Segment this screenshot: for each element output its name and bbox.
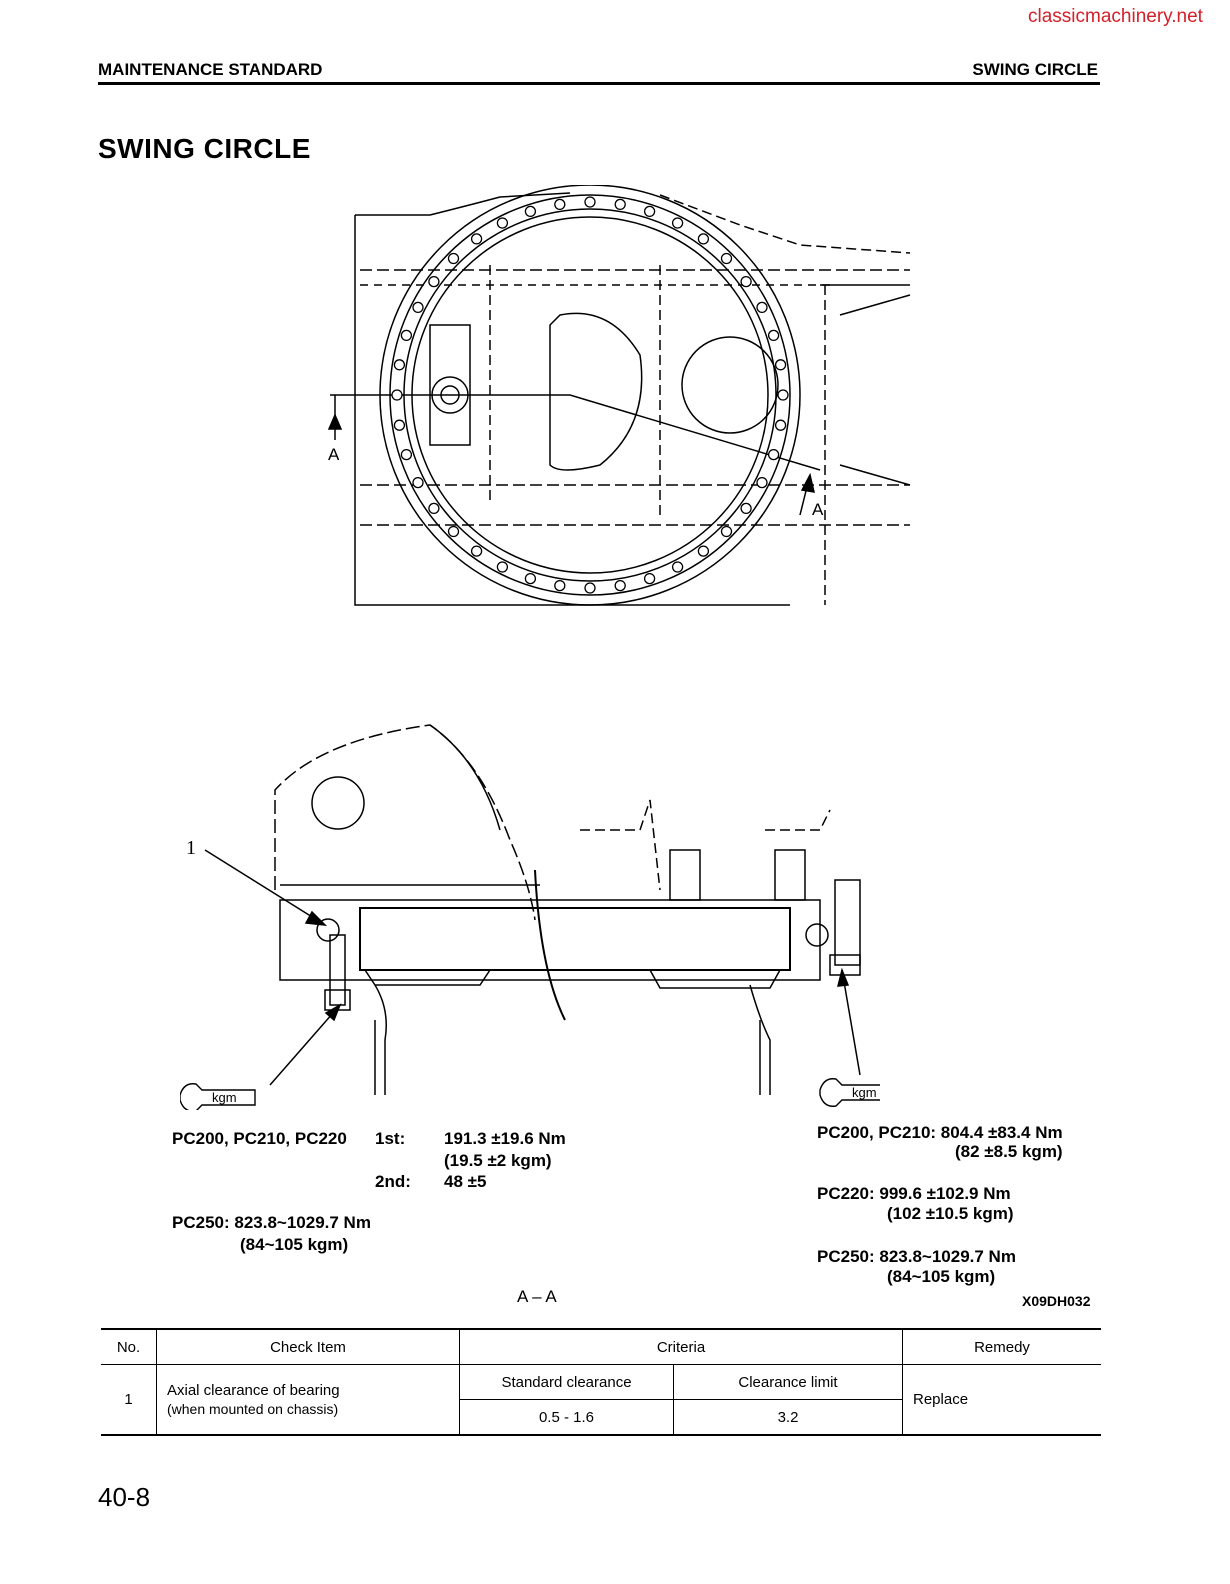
bolt-head xyxy=(671,217,684,229)
bolt-head xyxy=(740,502,752,515)
torque-left-second-label: 2nd: xyxy=(375,1172,411,1191)
bolt-head xyxy=(412,476,424,489)
bolt-head xyxy=(614,579,626,592)
bolt-head xyxy=(400,329,413,342)
torque-left-pc250: PC250: 823.8~1029.7 Nm xyxy=(172,1213,371,1232)
bolt-head xyxy=(393,419,406,431)
torque-right-pc220: PC220: 999.6 ±102.9 Nm xyxy=(817,1184,1011,1203)
bolt-head xyxy=(400,448,413,461)
torque-left-first-nm: 191.3 ±19.6 Nm xyxy=(444,1129,566,1148)
criteria-standard-label: Standard clearance xyxy=(459,1364,674,1400)
bolt-head xyxy=(643,205,656,218)
swing-circle-plan-drawing: A A xyxy=(327,185,911,606)
header-check-item: Check Item xyxy=(156,1328,460,1365)
section-aa-drawing: 1 kgm kgm xyxy=(180,724,880,1110)
bolt-head xyxy=(720,525,733,538)
bolt-head xyxy=(470,233,483,245)
torque-left-second-value: 48 ±5 xyxy=(444,1172,487,1191)
bolt-head xyxy=(391,389,403,401)
bolt-head xyxy=(554,579,566,592)
torque-right-pc250-kgm: (84~105 kgm) xyxy=(887,1267,996,1286)
bolt-head xyxy=(756,476,768,489)
bolt-head xyxy=(774,359,787,371)
header-no: No. xyxy=(101,1328,157,1365)
bolt-head xyxy=(614,198,626,211)
bolt-head xyxy=(524,205,537,218)
bolt-head xyxy=(643,572,656,585)
bolt-head xyxy=(740,275,752,288)
torque-symbol-right: kgm xyxy=(852,1085,877,1100)
bolt-head xyxy=(554,198,566,211)
bolt-head xyxy=(524,572,537,585)
torque-right-pc220-kgm: (102 ±10.5 kgm) xyxy=(887,1204,1014,1223)
torque-right-pc200-210-kgm: (82 ±8.5 kgm) xyxy=(955,1142,1063,1161)
page-number: 40-8 xyxy=(98,1482,151,1512)
table-header-row: No. Check Item Criteria Remedy xyxy=(101,1328,1101,1365)
bolt-head xyxy=(393,359,406,371)
table-row: 1 Axial clearance of bearing (when mount… xyxy=(101,1364,1101,1436)
maintenance-table: No. Check Item Criteria Remedy 1 Axial c… xyxy=(101,1328,1101,1436)
row-check-item: Axial clearance of bearing (when mounted… xyxy=(156,1364,460,1436)
bolt-head xyxy=(447,252,460,265)
bolt-head xyxy=(697,545,710,557)
figure-code: X09DH032 xyxy=(1022,1293,1091,1309)
bolt-head xyxy=(756,301,768,314)
watermark: classicmachinery.net xyxy=(1028,6,1203,27)
row-check-item-line1: Axial clearance of bearing xyxy=(167,1381,340,1399)
bolt-head xyxy=(584,582,596,594)
row-no: 1 xyxy=(101,1364,157,1436)
criteria-standard-value: 0.5 - 1.6 xyxy=(459,1399,674,1436)
bolt-head xyxy=(428,502,440,515)
callout-number: 1 xyxy=(186,837,196,859)
torque-symbol-left: kgm xyxy=(212,1090,237,1105)
header-section: MAINTENANCE STANDARD xyxy=(98,60,323,79)
bolt-head xyxy=(447,525,460,538)
bolt-head xyxy=(496,561,509,573)
bolt-head xyxy=(584,196,596,208)
torque-left-pc250-kgm: (84~105 kgm) xyxy=(240,1235,349,1254)
header-remedy: Remedy xyxy=(902,1328,1101,1365)
bolt-head xyxy=(774,419,787,431)
bolt-head xyxy=(767,329,780,342)
row-check-item-line2: (when mounted on chassis) xyxy=(167,1400,339,1417)
header-rule xyxy=(98,82,1100,85)
criteria-limit-label: Clearance limit xyxy=(673,1364,903,1400)
table-row: 0.5 - 1.6 3.2 xyxy=(101,1399,1101,1436)
bolt-head xyxy=(777,389,789,401)
section-mark-left: A xyxy=(328,445,340,464)
bolt-head xyxy=(671,561,684,573)
section-caption: A – A xyxy=(517,1287,557,1306)
bolt-head xyxy=(720,252,733,265)
row-remedy: Replace xyxy=(902,1364,1101,1436)
criteria-limit-value: 3.2 xyxy=(673,1399,903,1436)
torque-left-first-kgm: (19.5 ±2 kgm) xyxy=(444,1151,552,1170)
header-chapter: SWING CIRCLE xyxy=(972,60,1098,79)
bolt-head xyxy=(412,301,424,314)
bolt-head xyxy=(767,448,780,461)
torque-left-models: PC200, PC210, PC220 xyxy=(172,1129,347,1148)
bolt-head xyxy=(470,545,483,557)
header-criteria: Criteria xyxy=(459,1328,903,1365)
bolt-head xyxy=(428,275,440,288)
bolt-head xyxy=(496,217,509,229)
bolt-head xyxy=(697,233,710,245)
torque-right-pc250: PC250: 823.8~1029.7 Nm xyxy=(817,1247,1016,1266)
torque-right-pc200-210: PC200, PC210: 804.4 ±83.4 Nm xyxy=(817,1123,1063,1142)
torque-left-first-label: 1st: xyxy=(375,1129,406,1148)
section-mark-right: A xyxy=(812,500,824,519)
page-title: SWING CIRCLE xyxy=(98,133,311,164)
